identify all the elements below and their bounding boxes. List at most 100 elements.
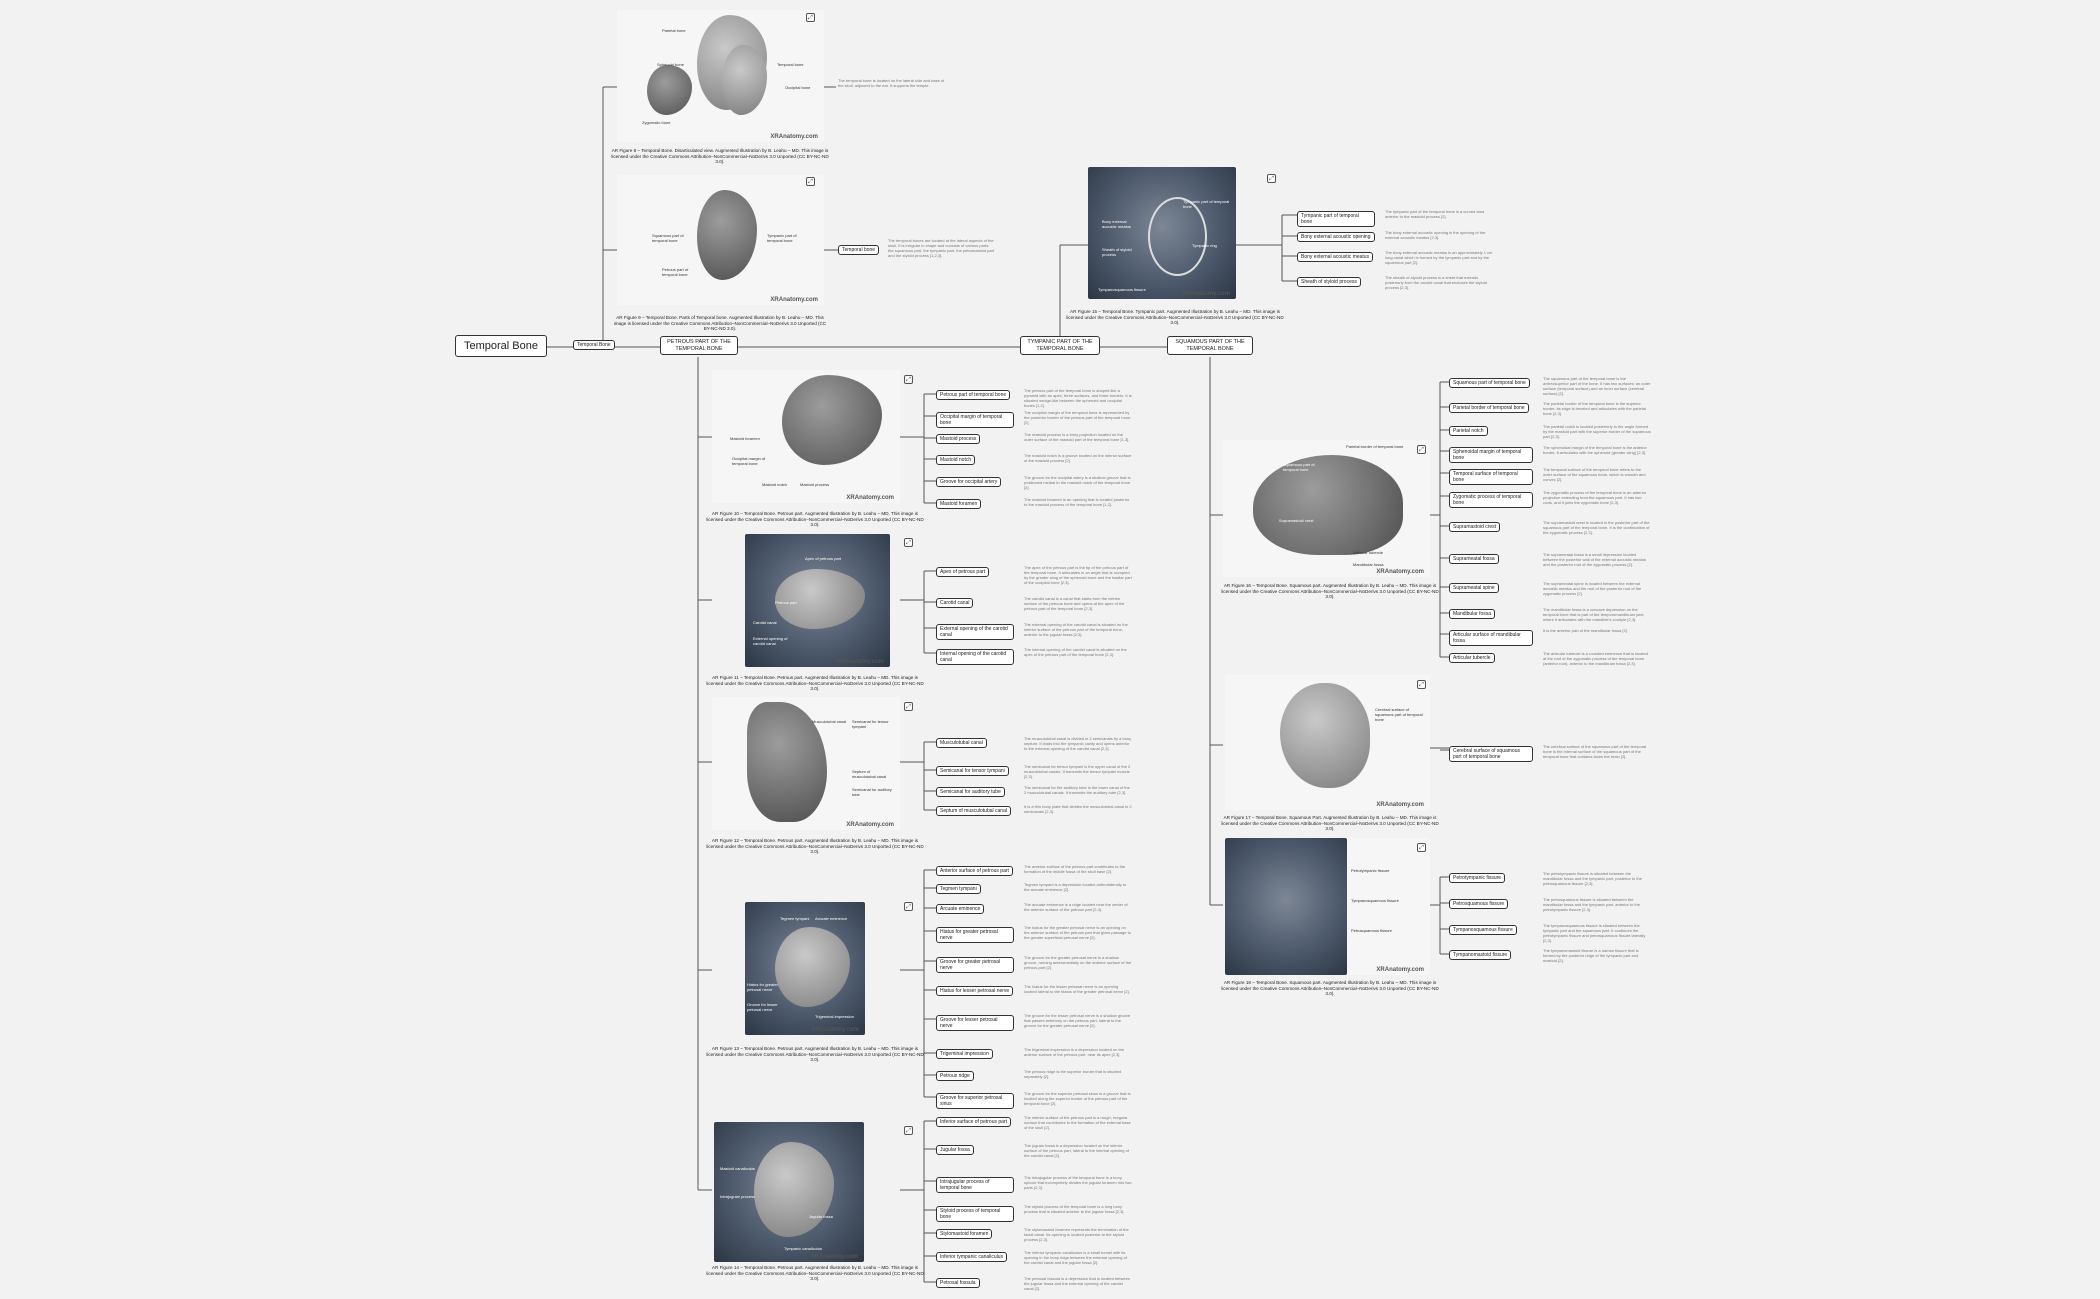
leaf-node-petrous[interactable]: Occipital margin of temporal bone xyxy=(936,412,1014,428)
figure-15-label-1: Tympanic part of temporal bone xyxy=(1183,199,1230,209)
leaf-node-petrous[interactable]: Apex of petrous part xyxy=(936,567,990,577)
figure-15-image[interactable]: Tympanic part of temporal bone Bony exte… xyxy=(1088,167,1236,299)
figure-12-image[interactable]: Musculotubal canal Semicanal for tensor … xyxy=(712,697,900,830)
intro-node[interactable]: Temporal Bone xyxy=(573,340,615,350)
expand-icon[interactable]: ⤢ xyxy=(1417,843,1426,852)
figure-9-image[interactable]: Squamous part of temporal bone Tympanic … xyxy=(617,175,824,305)
section-squamous[interactable]: SQUAMOUS PART OF THE TEMPORAL BONE xyxy=(1167,336,1253,355)
leaf-node-tympanic[interactable]: Bony external acoustic opening xyxy=(1297,232,1375,242)
leaf-description-petrous: The apex of the petrous part is the tip … xyxy=(1024,565,1132,585)
leaf-node-petrous[interactable]: Groove for superior petrosal sinus xyxy=(936,1093,1014,1109)
leaf-node-squamous[interactable]: Mandibular fossa xyxy=(1449,609,1496,619)
leaf-node-petrous[interactable]: Arcuate eminence xyxy=(936,904,985,914)
leaf-node-squamous[interactable]: Squamous part of temporal bone xyxy=(1449,378,1530,388)
leaf-node-squamous[interactable]: Supramastoid crest xyxy=(1449,522,1501,532)
leaf-node-squamous[interactable]: Tympanosquamous fissure xyxy=(1449,925,1517,935)
root-node[interactable]: Temporal Bone xyxy=(455,335,547,357)
leaf-node-squamous[interactable]: Parietal notch xyxy=(1449,426,1488,436)
leaf-node-petrous[interactable]: Groove for lesser petrosal nerve xyxy=(936,1015,1014,1031)
leaf-node-petrous[interactable]: Musculotubal canal xyxy=(936,738,987,748)
expand-icon[interactable]: ⤢ xyxy=(904,375,913,384)
leaf-node-petrous[interactable]: Groove for occipital artery xyxy=(936,477,1002,487)
leaf-node-petrous[interactable]: Carotid canal xyxy=(936,598,974,608)
leaf-description-squamous: The suprameatal spine is located between… xyxy=(1543,581,1642,596)
leaf-node-petrous[interactable]: Hiatus for greater petrosal nerve xyxy=(936,927,1014,943)
figure-13-image[interactable]: Tegmen tympani Arcuate eminence Hiatus f… xyxy=(745,902,865,1035)
leaf-node-squamous[interactable]: Zygomatic process of temporal bone xyxy=(1449,492,1533,508)
leaf-node-petrous[interactable]: Semicanal for auditory tube xyxy=(936,787,1005,797)
leaf-node-petrous[interactable]: Petrous ridge xyxy=(936,1071,974,1081)
leaf-node-tympanic[interactable]: Sheath of styloid process xyxy=(1297,277,1361,287)
leaf-node-petrous[interactable]: Petrous part of temporal bone xyxy=(936,390,1011,400)
figure-8-image[interactable]: Parietal bone Sphenoid bone Temporal bon… xyxy=(617,10,824,142)
figure-12-caption: AR Figure 12 – Temporal Bone. Petrous pa… xyxy=(706,838,924,855)
leaf-node-petrous[interactable]: Mastoid foramen xyxy=(936,499,982,509)
expand-icon[interactable]: ⤢ xyxy=(806,13,815,22)
leaf-node-squamous[interactable]: Articular tubercle xyxy=(1449,653,1495,663)
leaf-node-tympanic[interactable]: Bony external acoustic meatus xyxy=(1297,252,1374,262)
leaf-node-petrous[interactable]: Stylomastoid foramen xyxy=(936,1229,993,1239)
leaf-node-petrous[interactable]: Semicanal for tensor tympani xyxy=(936,766,1009,776)
expand-icon[interactable]: ⤢ xyxy=(904,1126,913,1135)
expand-icon[interactable]: ⤢ xyxy=(1267,174,1276,183)
leaf-description-petrous: The stylomastoid foramen represents the … xyxy=(1024,1227,1129,1242)
leaf-node-squamous[interactable]: Articular surface of mandibular fossa xyxy=(1449,630,1533,646)
figure-10-image[interactable]: Mastoid foramen Occipital margin of temp… xyxy=(712,370,900,503)
leaf-node-squamous[interactable]: Suprameatal fossa xyxy=(1449,554,1499,564)
section-tympanic[interactable]: TYMPANIC PART OF THE TEMPORAL BONE xyxy=(1020,336,1100,355)
expand-icon[interactable]: ⤢ xyxy=(904,702,913,711)
figure-8-caption: AR Figure 8 – Temporal Bone. Disarticula… xyxy=(611,148,829,165)
figure-8-label-2: Sphenoid bone xyxy=(657,62,684,67)
figure-17-label-1: Cerebral surface of squamous part of tem… xyxy=(1375,707,1423,722)
leaf-description-petrous: The petrous part of the temporal bone is… xyxy=(1024,388,1132,408)
expand-icon[interactable]: ⤢ xyxy=(1417,680,1426,689)
leaf-node-petrous[interactable]: External opening of the carotid canal xyxy=(936,624,1014,640)
leaf-description-squamous: The petrosquamous fissure is situated be… xyxy=(1543,897,1640,912)
leaf-node-squamous[interactable]: Petrosquamous fissure xyxy=(1449,899,1509,909)
leaf-node-petrous[interactable]: Inferior tympanic canaliculus xyxy=(936,1252,1008,1262)
leaf-node-petrous[interactable]: Inferior surface of petrous part xyxy=(936,1117,1011,1127)
expand-icon[interactable]: ⤢ xyxy=(904,538,913,547)
leaf-node-squamous[interactable]: Temporal surface of temporal bone xyxy=(1449,469,1533,485)
figure-17-image[interactable]: Cerebral surface of squamous part of tem… xyxy=(1225,675,1430,810)
leaf-node-petrous[interactable]: Intrajugular process of temporal bone xyxy=(936,1177,1014,1193)
leaf-description-tympanic: The bony external acoustic meatus is an … xyxy=(1385,250,1493,265)
leaf-node-petrous[interactable]: Septum of musculotubal canal xyxy=(936,806,1011,816)
leaf-node-petrous[interactable]: Mastoid process xyxy=(936,434,981,444)
leaf-node-petrous[interactable]: Mastoid notch xyxy=(936,455,976,465)
expand-icon[interactable]: ⤢ xyxy=(1417,445,1426,454)
figure-10-label-3: Mastoid notch xyxy=(762,482,787,487)
leaf-node-petrous[interactable]: Jugular fossa xyxy=(936,1145,974,1155)
leaf-node-petrous[interactable]: Petrosal fossula xyxy=(936,1278,980,1288)
leaf-node-squamous[interactable]: Suprameatal spine xyxy=(1449,583,1499,593)
figure-11-image[interactable]: Apex of petrous part Carotid canal Exter… xyxy=(745,534,890,667)
figure-13-label-4: Groove for lesser petrosal nerve xyxy=(747,1002,778,1012)
leaf-node-squamous[interactable]: Parietal border of temporal bone xyxy=(1449,403,1529,413)
expand-icon[interactable]: ⤢ xyxy=(904,902,913,911)
figure-14-image[interactable]: Jugular fossa Mastoid canaliculus Intraj… xyxy=(714,1122,864,1262)
figure-14-label-3: Intrajugular process xyxy=(720,1194,756,1199)
leaf-node-petrous[interactable]: Hiatus for lesser petrosal nerve xyxy=(936,986,1014,996)
section-petrous[interactable]: PETROUS PART OF THE TEMPORAL BONE xyxy=(660,336,738,355)
leaf-node-petrous[interactable]: Groove for greater petrosal nerve xyxy=(936,957,1014,973)
expand-icon[interactable]: ⤢ xyxy=(806,177,815,186)
leaf-node-petrous[interactable]: Anterior surface of petrous part xyxy=(936,866,1013,876)
leaf-node-petrous[interactable]: Internal opening of the carotid canal xyxy=(936,649,1014,665)
leaf-description-squamous: The tympanosquamous fissure is situated … xyxy=(1543,923,1646,943)
figure-16-image[interactable]: Parietal border of temporal bone Squamou… xyxy=(1223,440,1430,577)
leaf-node-petrous[interactable]: Styloid process of temporal bone xyxy=(936,1206,1014,1222)
temporal-bone-parts-node[interactable]: Temporal bone xyxy=(838,245,880,255)
leaf-node-squamous[interactable]: Cerebral surface of squamous part of tem… xyxy=(1449,746,1533,762)
leaf-node-squamous[interactable]: Petrotympanic fissure xyxy=(1449,873,1506,883)
figure-18-image[interactable]: Petrotympanic fissure Tympanosquamous fi… xyxy=(1225,838,1430,975)
leaf-node-tympanic[interactable]: Tympanic part of temporal bone xyxy=(1297,211,1375,227)
leaf-node-squamous[interactable]: Sphenoidal margin of temporal bone xyxy=(1449,447,1533,463)
leaf-node-petrous[interactable]: Tegmen tympani xyxy=(936,884,981,894)
leaf-node-squamous[interactable]: Tympanomastoid fissure xyxy=(1449,950,1512,960)
figure-18-label-3: Petrosquamous fissure xyxy=(1351,928,1392,933)
figure-16-label-2: Squamous part of temporal bone xyxy=(1283,462,1315,472)
temporal-bone-parts-illustration xyxy=(697,190,757,280)
leaf-node-petrous[interactable]: Trigeminal impression xyxy=(936,1049,993,1059)
leaf-description-squamous: The parietal notch is located posteriorl… xyxy=(1543,424,1651,439)
leaf-description-petrous: The arcuate eminence is a ridge located … xyxy=(1024,902,1128,912)
